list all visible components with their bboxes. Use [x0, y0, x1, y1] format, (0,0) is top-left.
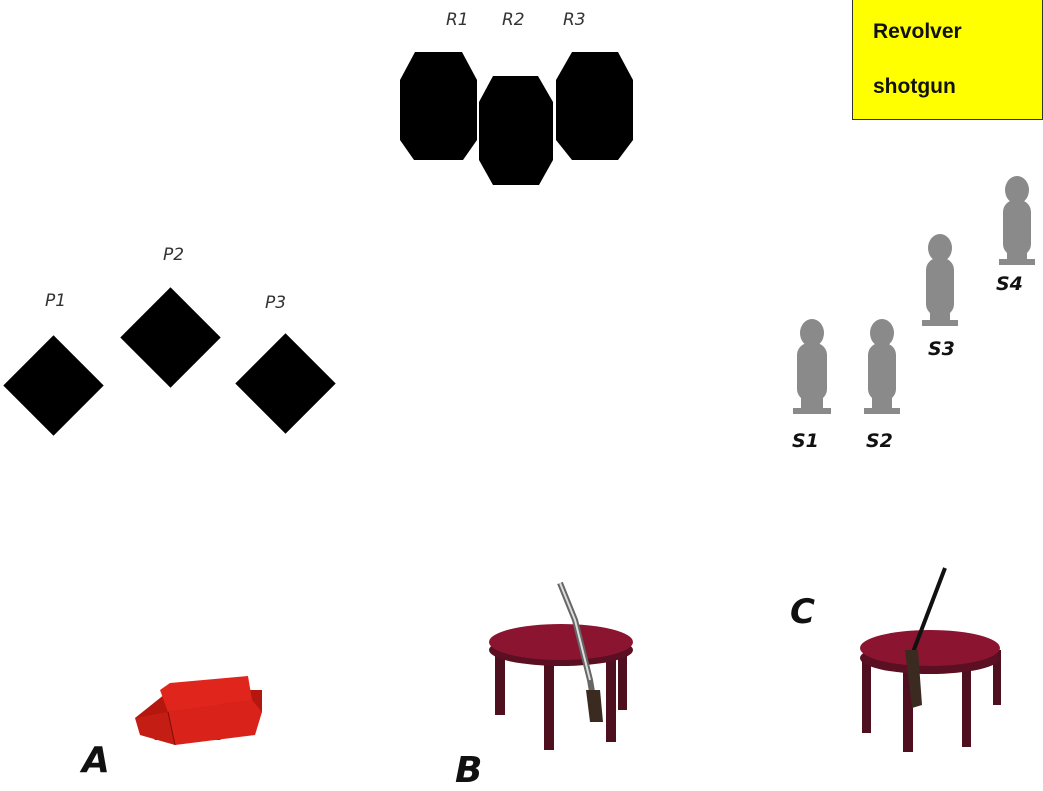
barricade-a [135, 676, 262, 745]
revolver-target-r1 [400, 52, 477, 160]
shotgun-target-s1 [793, 319, 831, 414]
table-b [489, 583, 633, 750]
shotgun-silhouettes [793, 176, 1035, 414]
revolver-target-r3 [556, 52, 633, 160]
shotgun-target-s3 [922, 234, 958, 326]
table-c [860, 568, 1001, 752]
shotgun-target-s4 [999, 176, 1035, 265]
shotgun-target-s2 [864, 319, 900, 414]
revolver-target-r2 [479, 76, 553, 185]
